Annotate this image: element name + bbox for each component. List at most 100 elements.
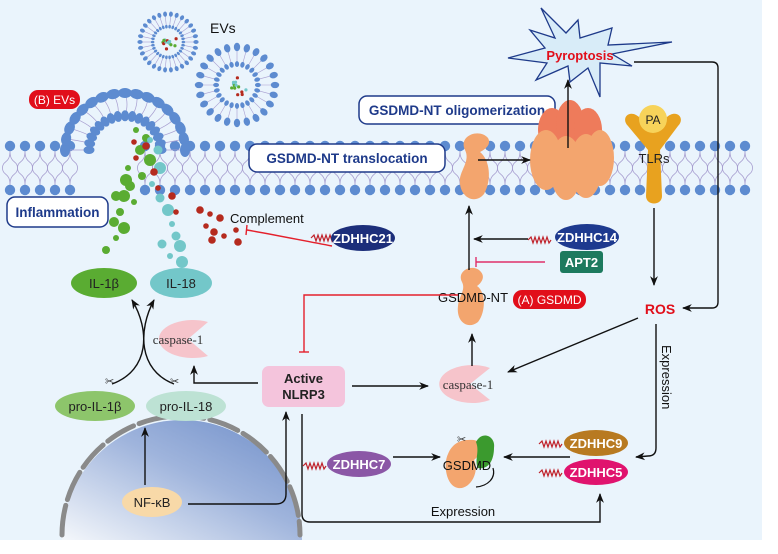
lipid-head <box>219 97 225 103</box>
pa-label: PA <box>645 113 660 127</box>
lipid-head <box>454 140 466 152</box>
lipid-head <box>259 184 271 196</box>
lipid-head <box>234 102 240 109</box>
gsdmd-pore <box>530 100 614 200</box>
lipid-head <box>174 12 179 18</box>
gsdmd-full-length: GSDMD <box>443 435 495 489</box>
lipid-head <box>234 61 240 68</box>
lipid-head <box>174 66 179 72</box>
lipid-head <box>171 54 175 59</box>
zdhhc9: ZDHHC9 <box>538 430 628 456</box>
lipid-head <box>191 28 197 33</box>
lipid-head <box>157 12 162 18</box>
lipid-head <box>150 40 155 44</box>
evs-label: EVs <box>210 20 236 36</box>
lipid-head <box>269 91 278 99</box>
lipid-head <box>196 71 205 79</box>
translocation-box: GSDMD-NT translocation <box>248 143 446 173</box>
lipid-head <box>243 117 251 126</box>
lipid-head <box>604 184 616 196</box>
lipid-head <box>138 45 144 50</box>
pro-il-1b: pro-IL-1β <box>55 391 135 421</box>
active-nlrp3: Active NLRP3 <box>262 366 345 407</box>
lipid-head <box>151 37 155 41</box>
lipid-head <box>174 53 178 58</box>
expression-bottom-label: Expression <box>431 504 495 519</box>
lipid-head <box>223 117 231 126</box>
lipid-head <box>213 82 220 88</box>
lipid-head <box>619 184 631 196</box>
lipid-head <box>151 15 157 21</box>
lipid-head <box>289 184 301 196</box>
gsdmd-label: GSDMD <box>443 458 491 473</box>
nlrp3-line2: NLRP3 <box>282 387 325 402</box>
lipid-head <box>254 88 261 93</box>
lipid-head <box>158 26 162 31</box>
lipid-head <box>180 34 184 38</box>
lipid-head <box>168 24 171 29</box>
oligomerization-label: GSDMD-NT oligomerization <box>369 103 545 118</box>
lipid-head <box>181 43 185 47</box>
lipid-head <box>224 64 229 70</box>
lipid-head <box>213 88 220 93</box>
lipid-head <box>165 24 168 29</box>
a-gsdmd-badge: (A) GSDMD <box>513 290 586 309</box>
zdhhc7-label: ZDHHC7 <box>333 457 386 472</box>
lipid-head <box>139 184 151 196</box>
lipid-head <box>216 93 222 98</box>
lipid-head <box>163 11 168 17</box>
lipid-head <box>169 140 181 152</box>
lipid-head <box>156 51 160 56</box>
zdhhc5-label: ZDHHC5 <box>570 465 623 480</box>
lipid-head <box>214 113 222 122</box>
lipid-head <box>233 118 241 128</box>
inflammation-label: Inflammation <box>15 205 99 220</box>
lipid-head <box>138 34 144 39</box>
expression-vertical-label: Expression <box>659 345 674 409</box>
arrow-ros-to-caspase <box>507 317 639 373</box>
lipid-head <box>152 46 156 50</box>
lipid-head <box>139 51 145 56</box>
lipid-head <box>157 66 162 72</box>
nfkb-label: NF-κB <box>134 495 171 510</box>
lipid-head <box>214 184 226 196</box>
il-18: IL-18 <box>150 268 212 298</box>
lipid-head <box>192 45 198 50</box>
extracellular-vesicles <box>60 11 280 157</box>
lipid-head <box>196 91 205 99</box>
scissors-icon: ✂ <box>457 434 466 446</box>
lipid-head <box>200 100 209 108</box>
lipid-head <box>424 184 436 196</box>
lipid-head <box>178 49 183 53</box>
lipid-head <box>664 184 676 196</box>
lipid-head <box>184 60 189 66</box>
lipid-head <box>181 40 186 44</box>
zdhhc21: ZDHHC21 <box>310 225 395 251</box>
lipid-head <box>245 100 250 106</box>
lipid-head <box>233 42 241 52</box>
cytokine-particles <box>102 37 248 268</box>
caspase-1-center: caspase-1 <box>439 364 493 403</box>
lipid-head <box>163 67 168 73</box>
lipid-head <box>439 184 451 196</box>
lipid-head <box>269 71 278 79</box>
lipid-head <box>679 140 691 152</box>
lipid-head <box>152 34 156 38</box>
lipid-head <box>334 184 346 196</box>
b-evs-badge: (B) EVs <box>29 90 80 109</box>
lipid-head <box>176 51 180 56</box>
lipid-head <box>394 184 406 196</box>
lipid-head <box>142 56 148 61</box>
arrow-nfkb-to-nlrp3 <box>188 411 290 505</box>
gsdmdnt-inhibits-nlrp3 <box>303 294 458 352</box>
lipid-head <box>249 97 255 103</box>
pro-il-18: pro-IL-18 <box>146 391 226 421</box>
lipid-head <box>224 100 229 106</box>
lipid-head <box>161 54 165 59</box>
zdhhc14-label: ZDHHC14 <box>557 230 618 245</box>
lipid-head <box>319 184 331 196</box>
lipid-head <box>244 184 256 196</box>
il18-label: IL-18 <box>166 276 196 291</box>
lipid-head <box>165 55 168 60</box>
